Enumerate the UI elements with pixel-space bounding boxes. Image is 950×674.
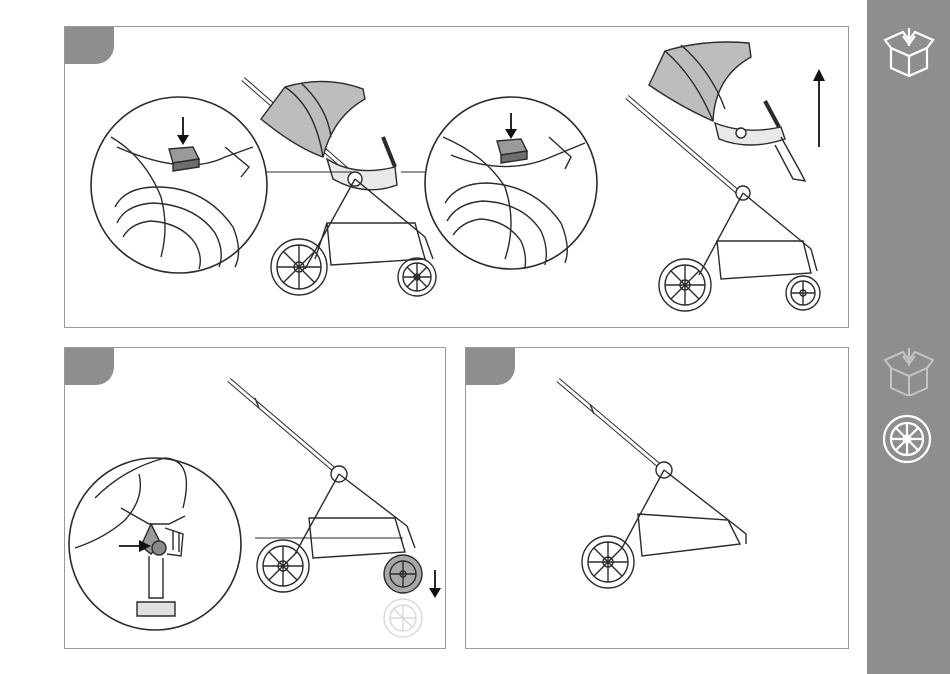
- stroller-frame-without-front-wheel: [558, 380, 746, 588]
- step-1-panel: [64, 26, 849, 328]
- arrow-up-icon: [813, 69, 825, 147]
- box-unpack-icon[interactable]: [881, 346, 937, 396]
- zoom-circle-icon: [69, 458, 241, 630]
- step-2-panel: [64, 347, 446, 649]
- zoom-circle-icon: [91, 97, 267, 273]
- step-3-illustration: [466, 348, 849, 649]
- stroller-seat-unit-2: [627, 42, 820, 311]
- arrow-down-icon: [429, 570, 441, 598]
- sidebar: [867, 0, 950, 674]
- stroller-frame: [229, 380, 422, 637]
- stroller-seat-unit-1: [243, 79, 436, 296]
- step-2-illustration: [65, 348, 446, 649]
- step-3-panel: [465, 347, 849, 649]
- step-1-illustration: [65, 27, 849, 328]
- wheel-icon[interactable]: [881, 414, 933, 464]
- box-unpack-icon[interactable]: [881, 26, 937, 78]
